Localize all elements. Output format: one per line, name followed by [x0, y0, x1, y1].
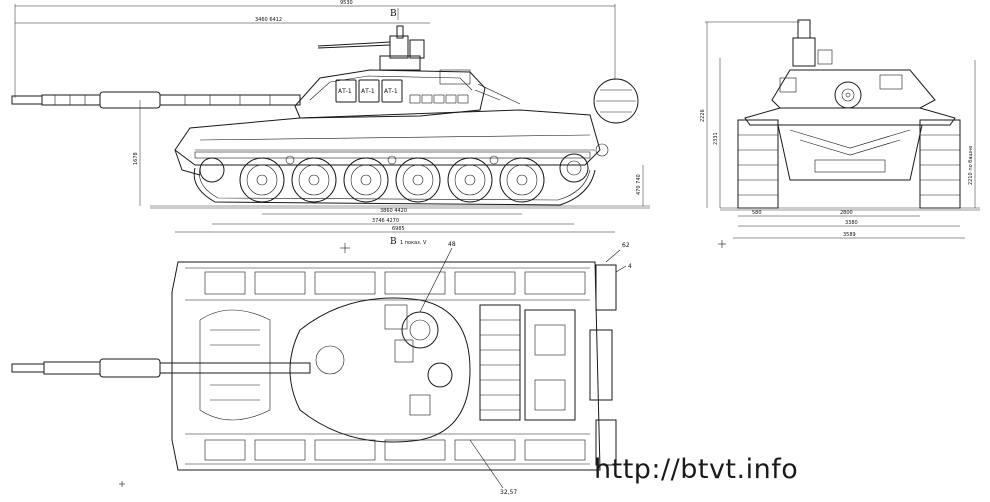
road-wheel-1 — [239, 157, 285, 203]
callout-32-57: 32,57 — [500, 489, 517, 496]
hull — [174, 78, 639, 176]
side-view: 9530 3460 6412 B АТ-1 АТ-1 — [11, 0, 650, 253]
rear-deck-panel — [524, 309, 576, 421]
turret-panel-label-2: АТ-1 — [361, 88, 375, 95]
top-turret — [289, 297, 471, 443]
top-view: 48 62 4 32,57 — [11, 241, 632, 496]
height-to-turret-label: 2331 — [713, 132, 719, 145]
rear-fuel-drum — [593, 78, 639, 124]
section-mark-bottom: B — [390, 237, 397, 247]
gun-barrel — [11, 91, 301, 109]
turret-panel-label-1: АТ-1 — [338, 88, 352, 95]
running-gear — [193, 153, 596, 206]
front-view: 2226 2331 2210 по башне 580 2800 3380 35… — [700, 19, 980, 248]
engine-grille — [479, 304, 521, 421]
idler-wheel — [199, 157, 225, 183]
gun-muzzle — [834, 81, 862, 109]
top-gun-barrel — [11, 358, 311, 378]
road-wheel-2 — [291, 157, 337, 203]
road-wheel-6 — [499, 157, 545, 203]
height-note-label: 2210 по башне — [968, 146, 974, 185]
gunner-hatch — [427, 362, 453, 388]
top-hull-outline — [171, 261, 601, 471]
section-mark-bottom-note: 1 показ. V — [400, 240, 427, 246]
track-length-label: 3746 4270 — [372, 218, 399, 224]
front-turret — [771, 69, 936, 109]
road-wheel-4 — [395, 157, 441, 203]
hull-length-full-label: 6985 — [392, 226, 405, 232]
road-wheel-5 — [447, 157, 493, 203]
commander-hatch — [401, 311, 439, 349]
drive-sprocket — [559, 153, 589, 183]
overall-width-label: 3589 — [843, 232, 856, 238]
track-span-label: 3380 — [845, 220, 858, 226]
commander-cupola — [792, 37, 816, 67]
gun-overhang-label: 3460 6412 — [255, 17, 282, 23]
total-height-label: 2226 — [700, 109, 706, 122]
watermark-text: http://btvt.info — [594, 454, 799, 485]
turret-panel-label-3: АТ-1 — [384, 88, 398, 95]
height-label: 1678 — [133, 152, 139, 165]
turret: АТ-1 АТ-1 АТ-1 — [294, 25, 521, 119]
overall-length-label: 9530 — [340, 0, 353, 6]
track-width-label: 580 — [752, 210, 762, 216]
callout-4: 4 — [628, 263, 632, 270]
callout-62: 62 — [622, 242, 630, 249]
ground-clearance-label: 470 740 — [636, 174, 642, 195]
road-wheel-3 — [343, 157, 389, 203]
section-mark-top: B — [390, 9, 397, 19]
callout-48: 48 — [448, 241, 456, 248]
front-glacis — [777, 124, 923, 181]
hull-width-label: 2800 — [840, 210, 853, 216]
wheelbase-label: 3860 4420 — [380, 208, 407, 214]
